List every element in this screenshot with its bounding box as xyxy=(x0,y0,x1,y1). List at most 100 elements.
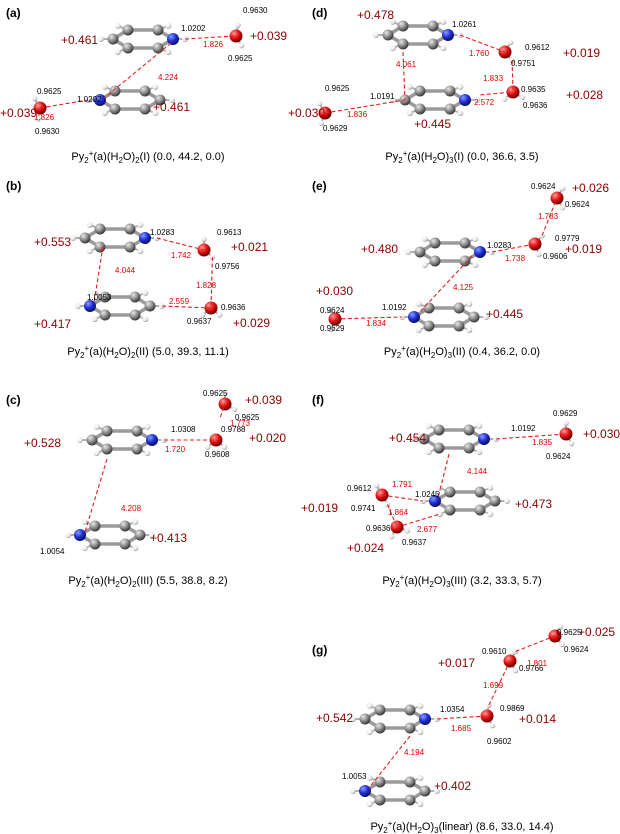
charge-label: +0.461 xyxy=(61,33,98,47)
carbon-atom xyxy=(397,20,409,32)
bond-length-label: 0.9610 xyxy=(482,647,507,656)
hydrogen-atom xyxy=(238,42,245,49)
hydrogen-atom xyxy=(489,722,496,729)
hydrogen-bond-length-label: 4.044 xyxy=(115,266,136,275)
carbon-atom xyxy=(463,442,475,454)
hydrogen-bond-length-label: 4.194 xyxy=(404,748,425,757)
bond-length-label: 0.9635 xyxy=(521,85,546,94)
carbon-atom xyxy=(152,42,164,54)
hydrogen-bond-length-label: 1.791 xyxy=(392,480,413,489)
hydrogen-atom xyxy=(366,702,373,709)
carbon-atom xyxy=(122,24,134,36)
hydrogen-atom xyxy=(434,788,440,794)
bond-length-label: 0.9788 xyxy=(221,425,246,434)
hydrogen-atom xyxy=(409,436,415,442)
hydrogen-bond xyxy=(488,660,511,706)
charge-label: +0.024 xyxy=(347,541,384,555)
carbon-atom xyxy=(418,433,430,445)
hydrogen-bond-length-label: 1.826 xyxy=(34,113,55,122)
hydrogen-atom xyxy=(474,97,480,103)
carbon-atom xyxy=(94,241,106,253)
hydrogen-atom xyxy=(457,83,464,90)
nitrogen-atom xyxy=(478,433,490,445)
charge-label: +0.021 xyxy=(231,240,268,254)
carbon-atom xyxy=(459,237,471,249)
bond-length-label: 0.9624 xyxy=(564,645,589,654)
hydrogen-bond-length-label: 1.720 xyxy=(165,445,186,454)
charge-label: +0.528 xyxy=(24,436,61,450)
hydrogen-atom xyxy=(405,249,411,255)
charge-label: +0.480 xyxy=(361,242,398,256)
hydrogen-atom xyxy=(77,437,83,443)
carbon-atom xyxy=(79,232,91,244)
panel-caption-g: Py2+(a)(H2O)3(linear) (8.6, 33.0, 14.4) xyxy=(370,819,553,834)
hydrogen-atom xyxy=(132,518,139,525)
charge-label: +0.445 xyxy=(414,117,451,131)
water-molecule-bottom xyxy=(204,433,228,450)
oxygen-atom xyxy=(528,237,542,251)
charge-label: +0.039 xyxy=(245,393,282,407)
hydrogen-atom xyxy=(425,449,432,456)
bond-length-label: 0.9613 xyxy=(217,228,242,237)
water-molecule-top xyxy=(197,236,216,260)
hydrogen-atom xyxy=(326,306,333,313)
hydrogen-bond xyxy=(495,433,567,440)
carbon-atom xyxy=(414,246,426,258)
pyridine-ring-bottom xyxy=(65,518,155,552)
carbon-atom xyxy=(131,425,143,437)
hydrogen-bond-length-label: 1.783 xyxy=(538,212,559,221)
hydrogen-atom xyxy=(487,511,494,518)
hydrogen-atom xyxy=(472,262,479,269)
hydrogen-atom xyxy=(390,97,396,103)
bond-length-label: 1.0283 xyxy=(487,241,512,250)
panel-label-a: (a) xyxy=(6,6,21,20)
carbon-atom xyxy=(433,424,445,436)
hydrogen-atom xyxy=(568,440,575,447)
hydrogen-bond xyxy=(368,735,411,789)
hydrogen-bond xyxy=(334,316,403,320)
carbon-atom xyxy=(374,776,386,788)
panel-label-e: (e) xyxy=(312,179,327,193)
bond-length-label: 0.9629 xyxy=(320,324,345,333)
pyridine-ring-bottom xyxy=(350,774,440,808)
carbon-atom xyxy=(89,520,101,532)
carbon-atom xyxy=(404,704,416,716)
hydrogen-bond-length-label: 2.559 xyxy=(169,297,190,306)
hydrogen-bond xyxy=(459,34,506,53)
water-molecule-top xyxy=(218,390,238,413)
hydrogen-bond-length-label: 1.773 xyxy=(230,419,251,428)
hydrogen-atom xyxy=(501,96,508,102)
charge-label: +0.029 xyxy=(233,316,270,330)
hydrogen-atom xyxy=(137,221,144,228)
bond-length-label: 0.9636 xyxy=(523,101,548,110)
carbon-atom xyxy=(374,722,386,734)
hydrogen-atom xyxy=(406,83,413,90)
hydrogen-bond xyxy=(219,403,226,418)
charge-label: +0.039 xyxy=(250,29,287,43)
carbon-atom xyxy=(397,38,409,50)
carbon-atom xyxy=(404,776,416,788)
charge-label: +0.030 xyxy=(288,106,325,120)
bond-length-label: 0.9741 xyxy=(351,504,376,513)
hydrogen-atom xyxy=(142,316,149,323)
figure-labels: (a)+0.461+0.039+0.461+0.0391.02020.96300… xyxy=(0,6,620,834)
hydrogen-atom xyxy=(421,235,428,242)
carbon-atom xyxy=(134,529,146,541)
hydrogen-atom xyxy=(512,667,519,674)
hydrogen-bond xyxy=(161,305,212,309)
hydrogen-bond-length-label: 1.833 xyxy=(483,74,504,83)
hydrogen-bond-length-label: 1.699 xyxy=(483,681,504,690)
hydrogen-atom xyxy=(472,235,479,242)
carbon-atom xyxy=(152,24,164,36)
pyridine-ring-top xyxy=(77,423,167,457)
hydrogen-bond xyxy=(381,494,424,502)
pyridine-ring-top xyxy=(373,18,463,52)
hydrogen-atom xyxy=(142,289,149,296)
panel-caption-c: Py2+(a)(H2O)2(III) (5.5, 38.8, 8.2) xyxy=(68,573,227,589)
panel-caption-f: Py2+(a)(H2O)3(III) (3.2, 33.3, 5.7) xyxy=(382,573,541,589)
carbon-atom xyxy=(489,495,501,507)
hydrogen-atom xyxy=(350,716,356,722)
water-molecule-right xyxy=(229,22,245,49)
pyridine-ring-top xyxy=(70,221,160,255)
